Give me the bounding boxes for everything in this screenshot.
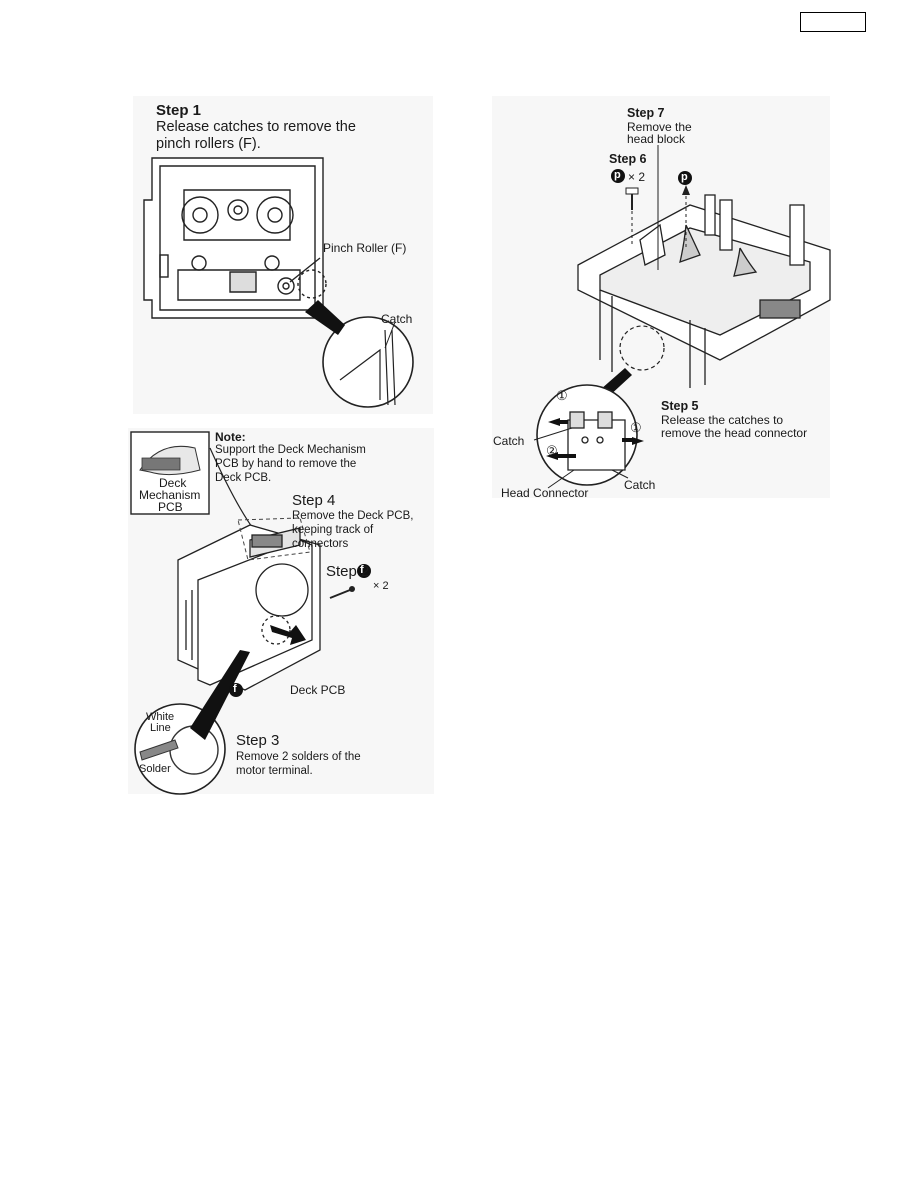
inset-label-line2: Mechanism — [139, 488, 201, 502]
step6-screw-symbol: p — [614, 169, 621, 181]
step4-line1: Remove the Deck PCB, — [292, 510, 414, 522]
step3-line1: Remove 2 solders of the — [236, 751, 361, 763]
step2-screw-count: × 2 — [373, 580, 389, 592]
catch-number-1-right: ① — [630, 420, 642, 435]
step6-screw-symbol-2: p — [681, 171, 688, 183]
step3-line2: motor terminal. — [236, 765, 313, 777]
head-connector-label: Head Connector — [501, 486, 589, 500]
step6-title: Step 6 — [609, 152, 647, 166]
solder-label: Solder — [139, 763, 171, 775]
note-line2: PCB by hand to remove the — [215, 458, 357, 470]
step5-line2: remove the head connector — [661, 426, 808, 440]
page-number-box — [800, 12, 866, 32]
step5-line1: Release the catches to — [661, 413, 784, 427]
inset-label-line1: Deck — [159, 476, 187, 490]
white-line-label-1: White — [146, 711, 175, 723]
step7-title: Step 7 — [627, 106, 665, 120]
inset-label-line3: PCB — [158, 500, 183, 514]
step4-line2: keeping track of — [292, 524, 374, 536]
catch-number-1-left: ① — [556, 388, 568, 403]
catch-right-label: Catch — [624, 478, 656, 492]
note-line3: Deck PCB. — [215, 472, 272, 484]
step2-title: Step 2 — [326, 563, 370, 580]
white-line-label-2: Line — [150, 722, 171, 734]
pinch-roller-label: Pinch Roller (F) — [323, 241, 407, 255]
deck-pcb-label: Deck PCB — [290, 683, 346, 697]
catch-label: Catch — [381, 312, 413, 326]
step1-title: Step 1 — [156, 102, 202, 119]
step5-title: Step 5 — [661, 399, 699, 413]
step6-screw-count: × 2 — [628, 170, 646, 184]
step7-line2: head block — [627, 132, 686, 146]
step1-text-line2: pinch rollers (F). — [156, 136, 261, 152]
step4-title: Step 4 — [292, 492, 336, 509]
step1-text-line1: Release catches to remove the — [156, 119, 356, 135]
note-line1: Support the Deck Mechanism — [215, 444, 366, 456]
catch-number-2: ② — [546, 443, 558, 458]
step4-line3: connectors — [292, 538, 349, 550]
note-title: Note: — [215, 430, 246, 444]
step7-line1: Remove the — [627, 120, 692, 134]
deck-pcb-screw-symbol: f — [233, 683, 237, 695]
catch-left-label: Catch — [493, 434, 525, 448]
step3-title: Step 3 — [236, 732, 280, 749]
step2-screw-symbol: f — [360, 564, 364, 576]
